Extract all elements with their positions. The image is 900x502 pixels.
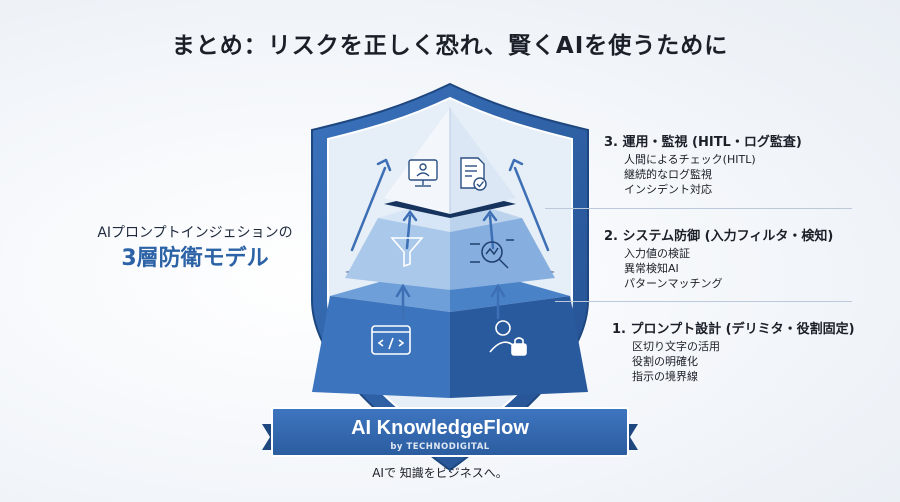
list-item: インシデント対応 bbox=[624, 183, 712, 196]
layer-2-items: 入力値の検証 異常検知AI パターンマッチング bbox=[624, 246, 722, 291]
list-item: 継続的なログ監視 bbox=[624, 168, 712, 181]
layer-3-items: 人間によるチェック(HITL) 継続的なログ監視 インシデント対応 bbox=[624, 152, 756, 197]
arrows bbox=[350, 158, 550, 320]
monitoring-screen-icon bbox=[408, 159, 438, 187]
checklist-document-icon bbox=[460, 157, 487, 191]
funnel-filter-icon bbox=[390, 237, 424, 268]
model-subtitle: AIプロンプトインジェションの bbox=[97, 225, 293, 241]
brand-name: AI KnowledgeFlow bbox=[351, 417, 529, 439]
list-item: 役割の明確化 bbox=[632, 355, 698, 368]
leader-line-middle bbox=[555, 301, 852, 302]
layer-2-title: 2. システム防御 (入力フィルタ・検知) bbox=[604, 229, 834, 244]
page-title: まとめ：リスクを正しく恐れ、賢くAIを使うために bbox=[171, 33, 729, 59]
brand-tagline: AIで 知識をビジネスへ。 bbox=[372, 466, 508, 480]
layer-3-title: 3. 運用・監視 (HITL・ログ監査) bbox=[604, 135, 802, 150]
list-item: パターンマッチング bbox=[624, 277, 723, 290]
layer-1-items: 区切り文字の活用 役割の明確化 指示の境界線 bbox=[632, 339, 720, 384]
user-lock-icon bbox=[489, 320, 527, 356]
list-item: 区切り文字の活用 bbox=[632, 340, 720, 353]
code-window-icon bbox=[371, 325, 411, 355]
leader-line-top bbox=[545, 208, 852, 209]
list-item: 入力値の検証 bbox=[624, 247, 690, 260]
list-item: 異常検知AI bbox=[624, 262, 679, 275]
brand-banner bbox=[262, 407, 638, 457]
brand-byline: by TECHNODIGITAL bbox=[390, 442, 490, 452]
layer-1-title: 1. プロンプト設計 (デリミタ・役割固定) bbox=[612, 322, 855, 337]
model-headline: 3層防衛モデル bbox=[121, 246, 269, 271]
list-item: 人間によるチェック(HITL) bbox=[624, 153, 756, 166]
magnifier-analysis-icon bbox=[470, 239, 514, 269]
list-item: 指示の境界線 bbox=[632, 370, 698, 383]
